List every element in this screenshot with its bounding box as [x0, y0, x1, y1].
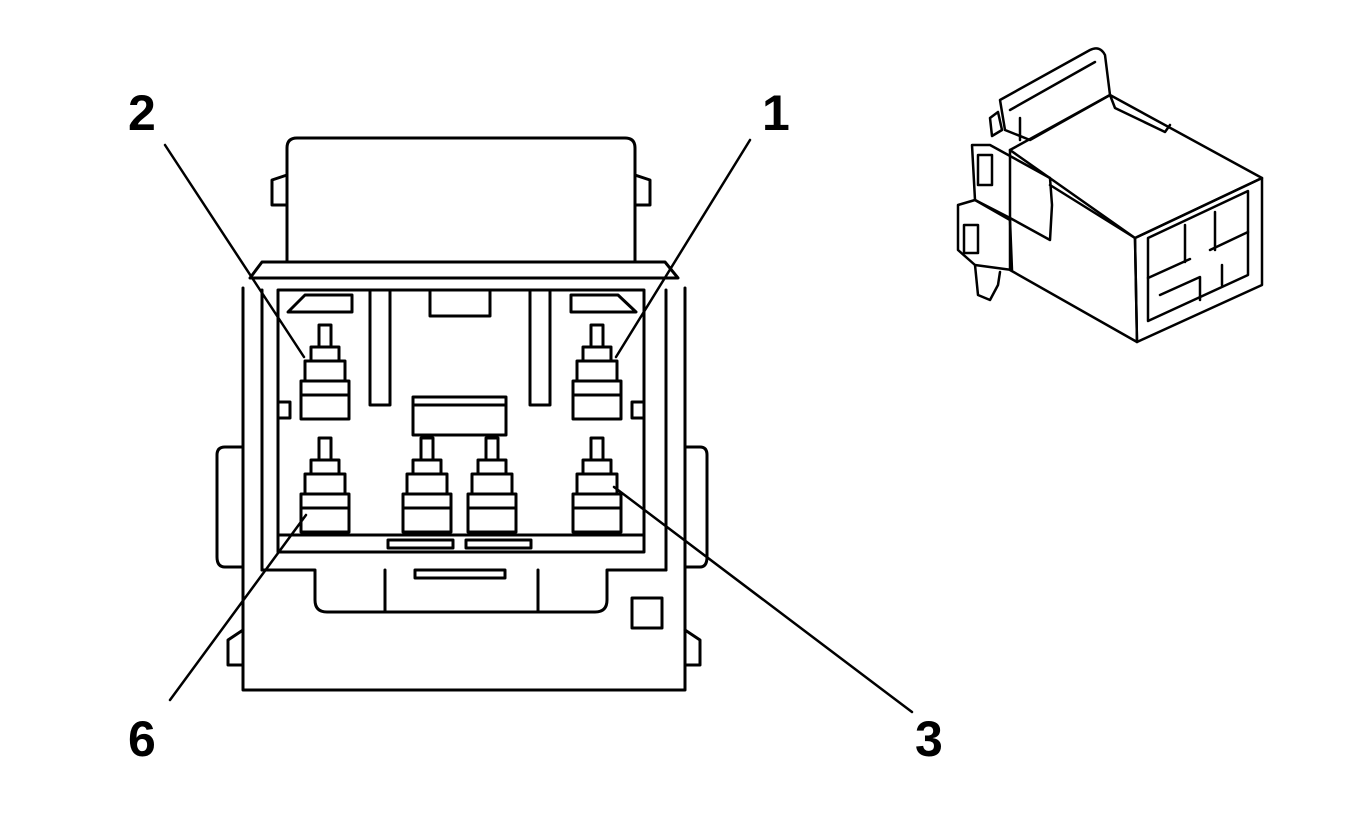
top-latch-housing [285, 136, 637, 264]
terminal-pin-6 [299, 436, 351, 534]
lower-latch-slot [413, 568, 507, 580]
iso-front-divider-top [1146, 230, 1250, 280]
leader-line-1 [614, 138, 752, 359]
leader-lines [163, 138, 914, 714]
lower-left-clip [226, 628, 245, 667]
lower-latch-tab [260, 568, 668, 614]
connector-isometric-view [956, 47, 1264, 344]
iso-step [1108, 93, 1172, 134]
lower-right-clip [683, 628, 702, 667]
iso-bottom-tab [973, 263, 1002, 302]
pin-label-1: 1 [762, 85, 790, 141]
top-ledge [248, 260, 680, 280]
bottom-strip-right [464, 538, 533, 550]
iso-front-opening [1146, 189, 1250, 323]
upper-right-block [569, 293, 638, 314]
iso-top-face [1008, 93, 1264, 240]
leader-line-2 [163, 143, 306, 359]
top-latch-left-clip [270, 173, 289, 207]
pin-label-6: 6 [128, 711, 156, 767]
terminal-pin-1 [571, 323, 623, 421]
keyway-channel [368, 288, 552, 407]
iso-side-clip-upper [970, 143, 1054, 242]
pin-label-2: 2 [128, 85, 156, 141]
iso-top-small-tab [988, 110, 1004, 138]
iso-top-edge [1048, 183, 1137, 240]
small-square-marker [630, 596, 664, 630]
leader-line-3 [612, 485, 914, 714]
left-side-latch [215, 445, 245, 569]
iso-side-clip-lower-window [962, 223, 980, 255]
terminal-pin-3 [571, 436, 623, 534]
terminal-pin-2 [299, 323, 351, 421]
iso-side-face [1008, 148, 1139, 344]
iso-front-slot-2 [1158, 263, 1224, 302]
connector-body-outline [241, 286, 687, 692]
connector-face-view [215, 136, 709, 692]
bottom-strip-left [386, 538, 455, 550]
iso-side-clip-upper-window [976, 153, 994, 187]
iso-top-latch [998, 47, 1112, 142]
center-key-block [411, 395, 508, 437]
terminal-pin-5 [401, 436, 453, 534]
pin-label-3: 3 [915, 711, 943, 767]
right-side-latch [683, 445, 709, 569]
iso-side-clip-lower [956, 198, 1014, 272]
iso-top-latch-ridge [1008, 60, 1097, 142]
terminal-pin-4 [466, 436, 518, 534]
cavity-right-notch [630, 400, 646, 420]
iso-front-slot-1 [1183, 210, 1217, 264]
leader-line-6 [168, 513, 308, 702]
inner-cavity [276, 288, 646, 554]
cavity-left-notch [276, 400, 292, 420]
upper-left-block [286, 293, 354, 314]
top-latch-right-clip [633, 173, 652, 207]
